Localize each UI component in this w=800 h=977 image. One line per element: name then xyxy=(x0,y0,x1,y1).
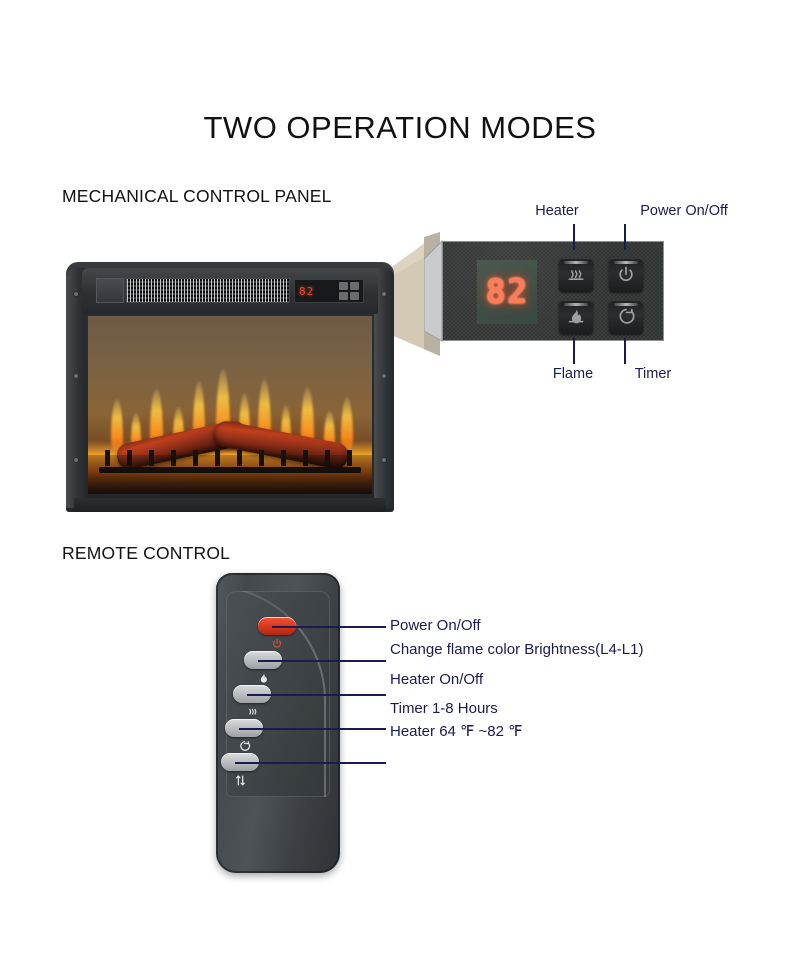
led-display: 82 xyxy=(477,260,537,324)
flame-icon xyxy=(257,672,270,685)
page-title: TWO OPERATION MODES xyxy=(203,110,597,145)
timer-icon xyxy=(619,308,635,324)
leader-line-flame xyxy=(573,338,575,364)
section-heading-remote: REMOTE CONTROL xyxy=(62,543,231,563)
leader-line-remote-temperature xyxy=(235,762,386,764)
timer-icon xyxy=(238,740,251,753)
frame-screw xyxy=(74,458,78,462)
panel-button-power[interactable] xyxy=(609,258,643,292)
onboard-buttons[interactable] xyxy=(339,282,359,300)
fireplace-left-side xyxy=(66,268,86,508)
frame-screw xyxy=(382,458,386,462)
remote-label-brightness: Change flame color Brightness(L4-L1) xyxy=(390,641,644,658)
fireplace-top-bar: 82 xyxy=(82,268,378,314)
leader-line-remote-brightness xyxy=(258,660,386,662)
remote-control-image xyxy=(216,573,340,873)
vent-tab xyxy=(96,278,124,303)
frame-screw xyxy=(74,292,78,296)
panel-bevel xyxy=(424,239,443,342)
remote-label-timer: Timer 1-8 Hours xyxy=(390,700,498,717)
remote-label-heater: Heater On/Off xyxy=(390,671,484,688)
remote-label-power: Power On/Off xyxy=(390,617,481,634)
flame-icon xyxy=(568,309,584,324)
frame-screw xyxy=(382,374,386,378)
panel-button-flame[interactable] xyxy=(559,300,593,334)
leader-line-timer xyxy=(624,338,626,364)
enlarged-control-panel: 82 xyxy=(424,237,664,349)
panel-face: 82 xyxy=(442,241,664,341)
leader-line-remote-timer xyxy=(239,728,386,730)
led-display-value: 82 xyxy=(485,272,529,312)
fireplace-product-image: 82 xyxy=(66,262,394,512)
ember-rock-bed xyxy=(88,454,372,494)
fireplace-right-side xyxy=(374,268,394,508)
frame-screw xyxy=(74,374,78,378)
panel-label-timer: Timer xyxy=(634,366,672,382)
firebox xyxy=(88,316,372,494)
panel-button-heater[interactable] xyxy=(559,258,593,292)
panel-label-flame: Flame xyxy=(552,366,594,382)
frame-screw xyxy=(382,292,386,296)
onboard-display: 82 xyxy=(299,284,315,298)
up-down-arrows-icon xyxy=(234,774,247,787)
heater-vent-grille xyxy=(126,278,290,303)
leader-line-remote-heater xyxy=(247,694,386,696)
leader-line-heater xyxy=(573,224,575,250)
panel-label-power: Power On/Off xyxy=(640,203,728,219)
leader-line-power xyxy=(624,224,626,250)
heat-waves-icon xyxy=(568,270,584,280)
fireplace-base xyxy=(74,498,386,512)
power-icon xyxy=(271,638,283,650)
remote-label-temperature: Heater 64 ℉ ~82 ℉ xyxy=(390,723,523,740)
power-icon xyxy=(619,266,633,282)
section-heading-mechanical: MECHANICAL CONTROL PANEL xyxy=(62,186,332,206)
onboard-control-panel[interactable]: 82 xyxy=(294,279,364,303)
leader-line-remote-power xyxy=(272,626,386,628)
heat-waves-icon xyxy=(246,706,259,719)
panel-button-timer[interactable] xyxy=(609,300,643,334)
panel-label-heater: Heater xyxy=(535,203,579,219)
